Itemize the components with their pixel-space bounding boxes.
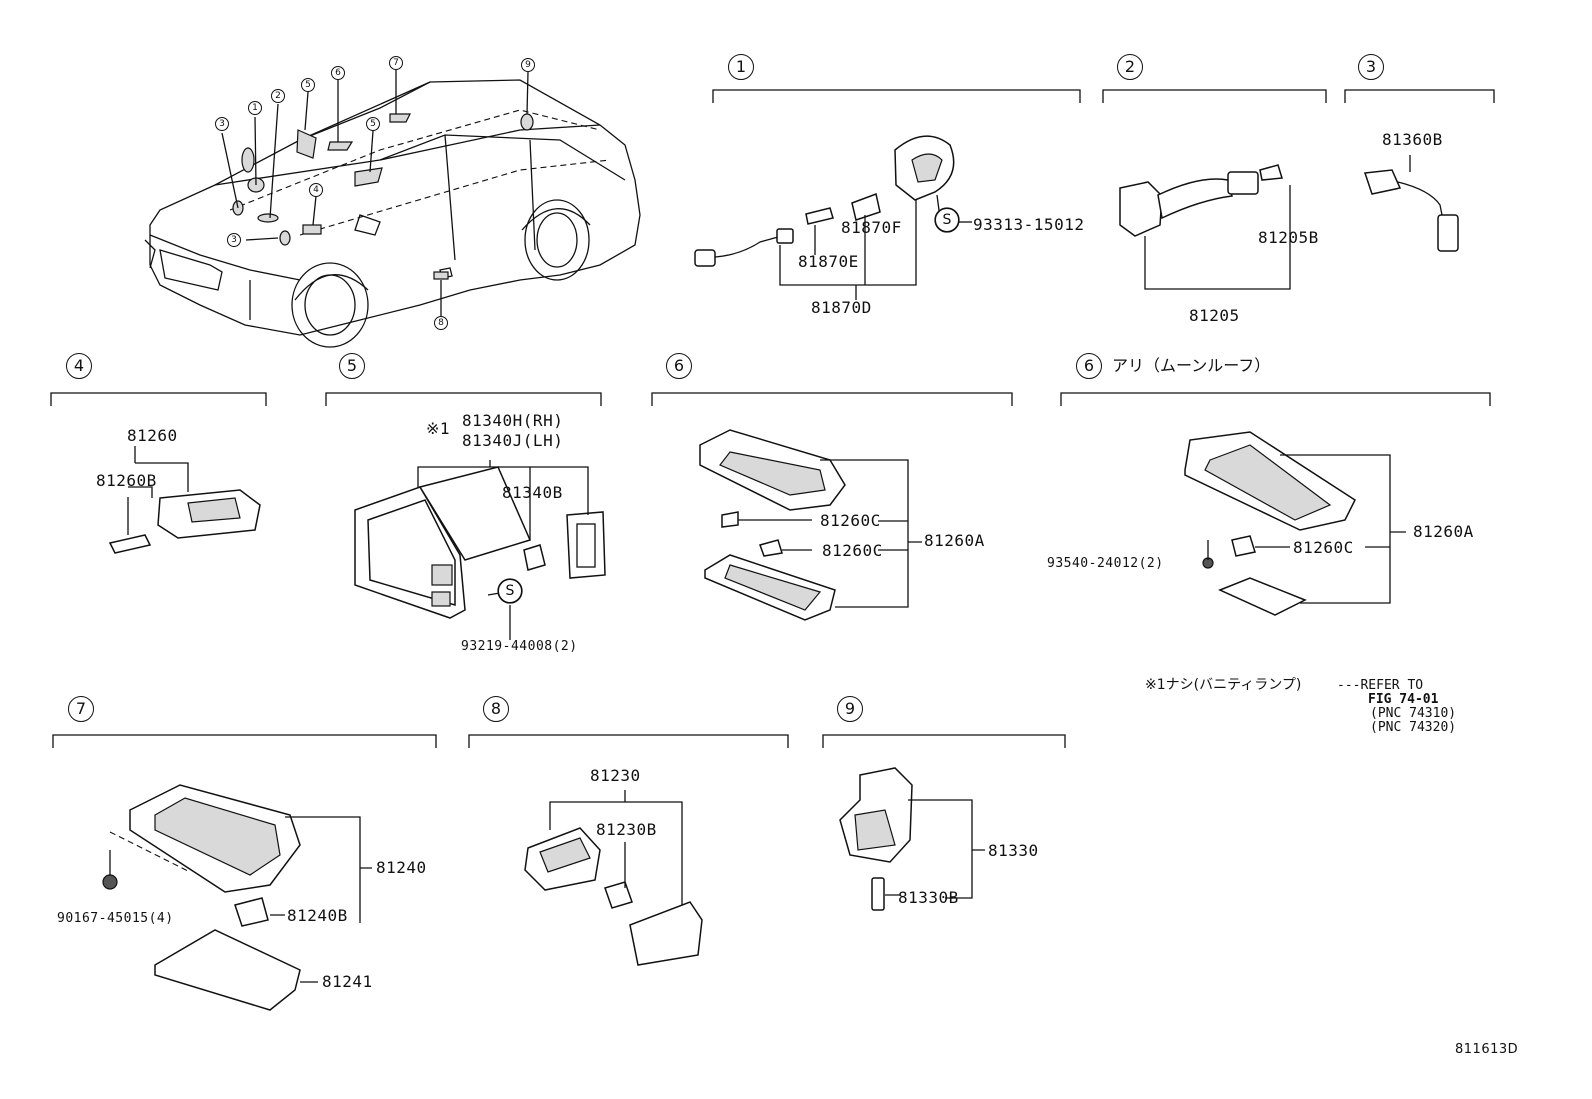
car-illustration [144,70,641,348]
section-number: 3 [1365,57,1377,76]
car-callout: 1 [248,101,262,115]
car-callout: 6 [331,66,345,80]
part-label-81205B: 81205B [1258,228,1319,247]
part-label-81260B: 81260B [96,471,157,490]
callout-number: 1 [252,102,258,113]
part-label-93540-24012: 93540-24012(2) [1047,556,1164,571]
car-callout: 5 [301,78,315,92]
section-number: 6 [1083,356,1095,375]
part-label-81260C-c: 81260C [1293,538,1354,557]
section-number: 9 [844,699,856,718]
section-4-marker: 4 [66,353,92,379]
section-2-marker: 2 [1117,54,1143,80]
callout-number: 3 [219,118,225,129]
part-label-81340B: 81340B [502,483,563,502]
s-symbol-text: S [942,212,952,228]
car-callout: 5 [366,117,380,131]
section-1-marker: 1 [728,54,754,80]
section-number: 8 [490,699,502,718]
callout-number: 3 [231,234,237,245]
section-number: 1 [735,57,747,76]
footnote-mark: ※1ナシ(バニティランプ) [1145,677,1302,693]
part-label-81260C-b: 81260C [822,541,883,560]
part-label-81870F: 81870F [841,218,902,237]
part-label-90167-45015: 90167-45015(4) [57,911,174,926]
car-callout: 8 [434,316,448,330]
section-4-parts [108,446,261,554]
part-label-81230B: 81230B [596,820,657,839]
section-3-marker: 3 [1358,54,1384,80]
section-6b-parts [1184,431,1406,616]
section-5-marker: 5 [339,353,365,379]
part-label-93219-44008: 93219-44008(2) [461,639,578,654]
footnote-line-2: FIG 74-01 [1368,692,1439,707]
section-3-parts [1363,155,1459,252]
part-label-81240: 81240 [376,858,427,877]
callout-number: 8 [438,317,444,328]
s-symbol-text: S [505,583,515,599]
section-number: 6 [673,356,685,375]
part-label-81260C-a: 81260C [820,511,881,530]
footnote-line-4: (PNC 74320) [1370,720,1457,735]
section-number: 2 [1124,57,1136,76]
section-2-parts [1119,164,1291,290]
part-label-81360B: 81360B [1382,130,1443,149]
part-label-93313-15012: 93313-15012 [973,215,1085,234]
callout-number: 5 [370,118,376,129]
part-label-81330B: 81330B [898,888,959,907]
car-callout: 3 [215,117,229,131]
footnote-line-1: ---REFER TO [1337,678,1424,693]
section-6-parts [699,429,922,621]
section-8-marker: 8 [483,696,509,722]
car-callout: 7 [389,56,403,70]
part-label-81260A: 81260A [924,531,985,550]
s-symbol-1: S [935,208,959,232]
section-7-parts [102,784,372,1011]
section-9-marker: 9 [837,696,863,722]
section-8-parts [524,790,703,966]
car-callout: 9 [521,58,535,72]
part-label-81205: 81205 [1189,306,1240,325]
part-label-81230: 81230 [590,766,641,785]
callout-number: 2 [275,90,281,101]
part-label-81260: 81260 [127,426,178,445]
callout-number: 6 [335,67,341,78]
part-label-81260A-b: 81260A [1413,522,1474,541]
section-7-marker: 7 [68,696,94,722]
section-6-marker: 6 [666,353,692,379]
section-6b-title: アリ（ムーンルーフ） [1112,356,1271,375]
s-symbol-2: S [498,579,522,603]
callout-number: 5 [305,79,311,90]
section-brackets [50,89,1495,748]
part-label-81240B: 81240B [287,906,348,925]
callout-number: 9 [525,59,531,70]
part-label-81870D: 81870D [811,298,872,317]
callout-number: 4 [313,184,319,195]
part-label-81340H: 81340H(RH) [462,411,564,430]
callout-number: 7 [393,57,399,68]
footnote-line-3: (PNC 74310) [1370,706,1457,721]
car-callout: 4 [309,183,323,197]
section-number: 5 [346,356,358,375]
section-5-parts [354,460,606,640]
section-6b-marker: 6 [1076,353,1102,379]
car-callout: 3 [227,233,241,247]
part-label-81330: 81330 [988,841,1039,860]
drawing-id: 811613D [1455,1042,1519,1057]
part-label-81241: 81241 [322,972,373,991]
section-number: 7 [75,699,87,718]
car-callout: 2 [271,89,285,103]
section-1-parts [694,135,972,300]
part-label-81340J: 81340J(LH) [462,431,564,450]
section-number: 4 [73,356,85,375]
part-label-81870E: 81870E [798,252,859,271]
section-9-parts [839,767,985,911]
note-mark: ※1 [426,419,451,438]
